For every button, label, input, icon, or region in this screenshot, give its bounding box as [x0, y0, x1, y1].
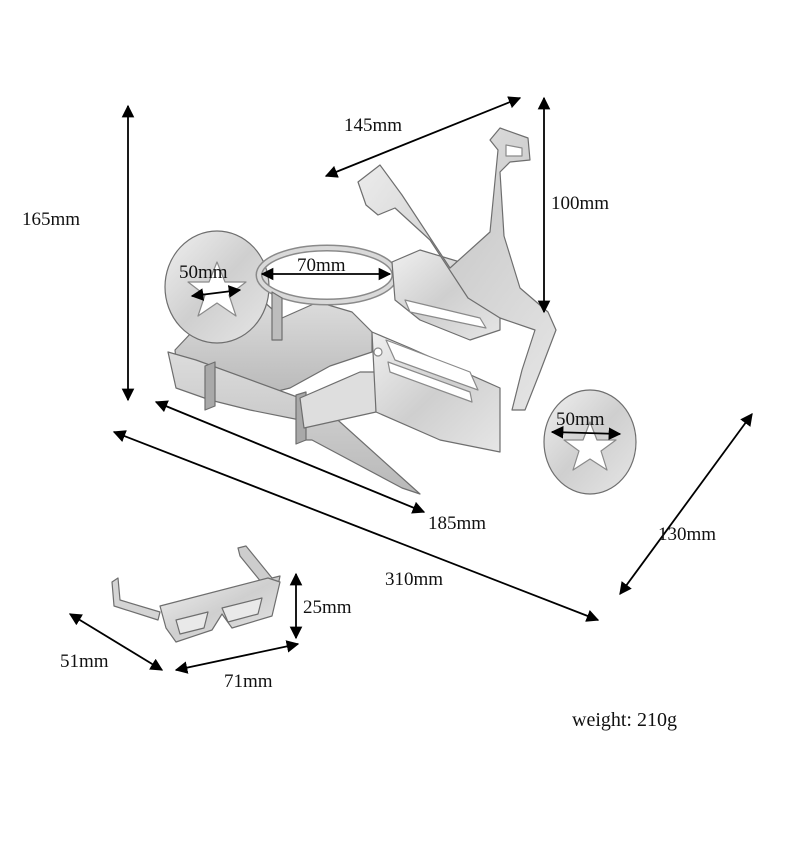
glasses-accessory-image: [111, 545, 281, 643]
label-frame-height: 100mm: [551, 193, 610, 214]
motorcycle-holder-image: [164, 127, 637, 495]
arrow-glasses-width: [174, 640, 300, 674]
label-top-width: 145mm: [344, 115, 403, 136]
label-base-length: 185mm: [428, 513, 487, 534]
arrow-top-width: [324, 96, 522, 178]
label-glasses-width: 71mm: [224, 671, 273, 692]
dimension-arrows: [68, 96, 753, 674]
front-wheel: [543, 389, 637, 495]
arrow-total-depth: [619, 412, 753, 596]
label-front-wheel: 50mm: [556, 409, 605, 430]
label-total-height: 165mm: [22, 209, 81, 230]
rear-wheel: [164, 230, 270, 344]
label-rear-wheel: 50mm: [179, 262, 228, 283]
arrow-glasses-depth: [68, 613, 164, 671]
label-ring-diameter: 70mm: [297, 255, 346, 276]
label-total-length: 310mm: [385, 569, 444, 590]
arrow-total-length: [112, 430, 600, 622]
arrow-rear-wheel: [190, 285, 242, 301]
label-glasses-height: 25mm: [303, 597, 352, 618]
weight-label: weight: 210g: [572, 709, 677, 731]
middle-panel: [204, 361, 216, 411]
label-total-depth: 130mm: [658, 524, 717, 545]
label-glasses-depth: 51mm: [60, 651, 109, 672]
